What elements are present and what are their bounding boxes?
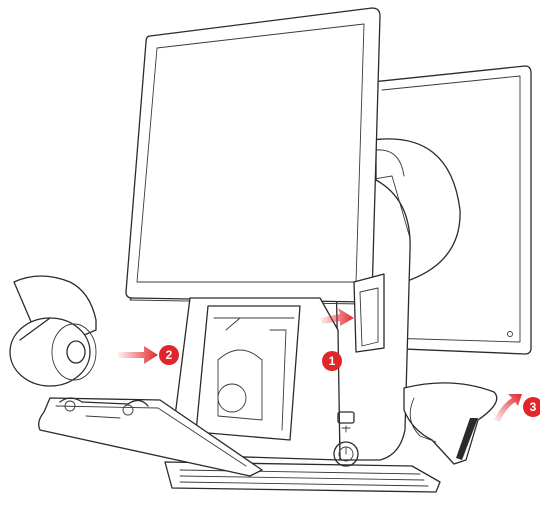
side-module (354, 274, 384, 352)
main-display (126, 8, 380, 304)
callout-3: 3 (523, 397, 540, 417)
callout-2-number: 2 (166, 348, 173, 362)
callout-1: 1 (322, 351, 342, 371)
paper-roll-icon (10, 276, 96, 386)
arrow-rotate-up (494, 394, 522, 422)
rear-scanner (404, 383, 497, 464)
callout-3-number: 3 (530, 400, 537, 414)
arrow-roll-in (118, 346, 158, 364)
callout-1-number: 1 (329, 354, 336, 368)
callout-2: 2 (159, 345, 179, 365)
